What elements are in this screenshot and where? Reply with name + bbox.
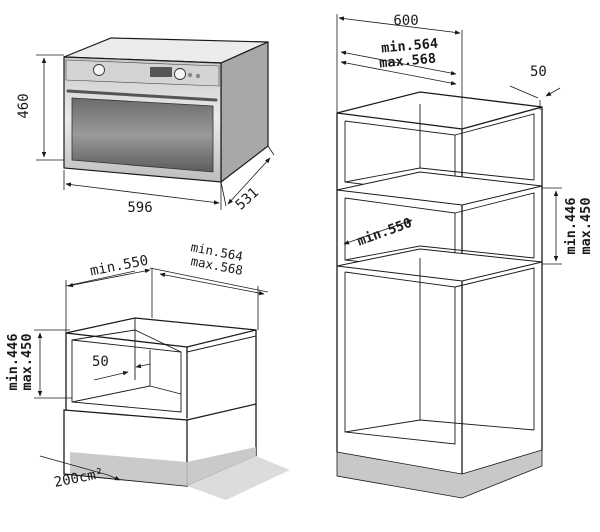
- tu-niche-height-dimension: min.446 max.450: [542, 187, 594, 265]
- tu-vent-gap-dimension: 50: [509, 64, 561, 110]
- tu-niche-height-min-label: min.446: [563, 198, 579, 255]
- oven-door-window: [71, 97, 214, 173]
- tu-vent-gap-label: 50: [530, 64, 547, 80]
- cabinet-niche-inner: [71, 339, 182, 413]
- oven-knob-left-icon: [93, 64, 105, 76]
- oven-depth-label: 531: [233, 185, 263, 214]
- tu-depth-label: min.550: [355, 215, 414, 249]
- oven-width-dimension: 596: [63, 170, 222, 216]
- tu-niche-width-min-label: min.564: [381, 36, 439, 57]
- uc-depth-label: min.550: [89, 253, 150, 280]
- cabinet-floor-shade: [187, 456, 290, 500]
- tall-unit-plinth: [336, 449, 543, 499]
- oven-handle: [66, 89, 218, 102]
- uc-vent-gap-dimension: 50: [92, 354, 151, 381]
- oven-width-label: 596: [127, 200, 152, 216]
- uc-width-dimension: min.564 max.568: [149, 239, 269, 330]
- oven-appliance: [63, 37, 269, 184]
- oven-display: [150, 67, 172, 77]
- tall-unit-shelf-2: [336, 248, 543, 282]
- oven-height-label: 460: [16, 93, 32, 118]
- tall-unit-shelf-1: [336, 171, 543, 206]
- tu-niche-height-max-label: max.450: [578, 198, 594, 255]
- tall-unit-cabinet: [336, 91, 543, 499]
- uc-height-max-label: max.450: [19, 334, 35, 391]
- tu-depth-dimension: min.550: [343, 215, 414, 249]
- uc-vent-opening-label: 200cm²: [53, 466, 106, 491]
- oven-knob-right-icon: [174, 68, 186, 80]
- oven-button-icon: [187, 72, 193, 78]
- tu-cabinet-width-label: 600: [393, 13, 418, 29]
- oven-side-panel: [220, 41, 269, 184]
- tu-niche-width-dimension: min.564 max.568: [340, 36, 457, 86]
- uc-height-dimension: min.446 max.450: [5, 329, 72, 399]
- tu-niche-width-max-label: max.568: [379, 51, 437, 72]
- uc-vent-gap-label: 50: [92, 354, 109, 370]
- oven-height-dimension: 460: [16, 54, 64, 161]
- oven-button-icon: [195, 73, 201, 79]
- tu-cabinet-width-dimension: 600: [336, 13, 463, 129]
- uc-height-min-label: min.446: [5, 334, 21, 391]
